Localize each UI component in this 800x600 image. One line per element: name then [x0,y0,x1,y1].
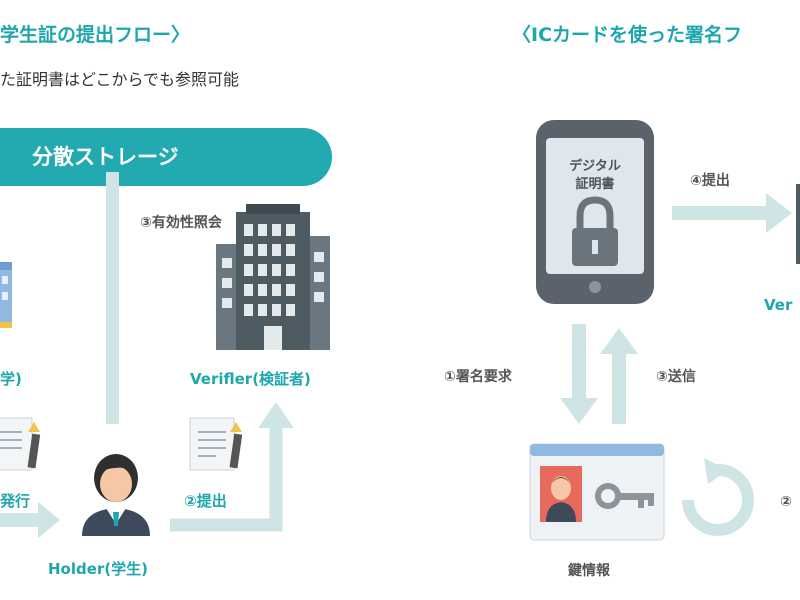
submit-arrow [170,402,294,532]
send-arrow [600,328,638,424]
left-title: 学生証の提出フロー〉 [0,24,191,46]
phone-screen-text: デジタル 証明書 [546,158,644,194]
holder-label: Holder(学生) [48,560,149,578]
key-icon [595,483,654,509]
send-label: ③送信 [656,369,696,385]
right-title: 〈ICカードを使った署名フ [512,24,743,46]
verifier-building-icon [216,204,330,350]
issue-arrow [0,502,60,538]
verifier-label: Verifler(検証者) [190,370,311,388]
phone-line-1: デジタル [569,159,621,174]
partial-step-label: ② [780,494,792,510]
holder-person-icon [82,454,150,536]
smartphone-icon [536,120,654,304]
right-verifier-building-icon [796,184,800,264]
storage-label: 分散ストレージ [32,145,179,169]
issue-label: 発行 [0,492,31,510]
submitted-document-icon [189,417,243,471]
card-label: 鍵情報 [568,563,610,579]
issuer-building-icon [0,262,12,328]
storage-holder-connector [106,172,119,424]
lock-icon [572,196,618,266]
left-subtitle: た証明書はどこからでも参照可能 [0,70,240,89]
validity-check-label: ③有効性照会 [140,215,222,231]
right-verifier-label: Ver [764,296,793,314]
sign-request-label: ①署名要求 [444,369,512,385]
phone-line-2: 証明書 [575,177,615,192]
issuer-label: 学) [0,370,22,388]
submit-label: ②提出 [184,492,227,510]
distributed-storage-banner: 分散ストレージ [0,128,332,186]
right-submit-label: ④提出 [690,173,730,189]
sign-request-arrow [560,324,598,424]
issued-document-icon [0,417,41,471]
refresh-icon [682,458,754,536]
right-submit-arrow [672,193,792,233]
